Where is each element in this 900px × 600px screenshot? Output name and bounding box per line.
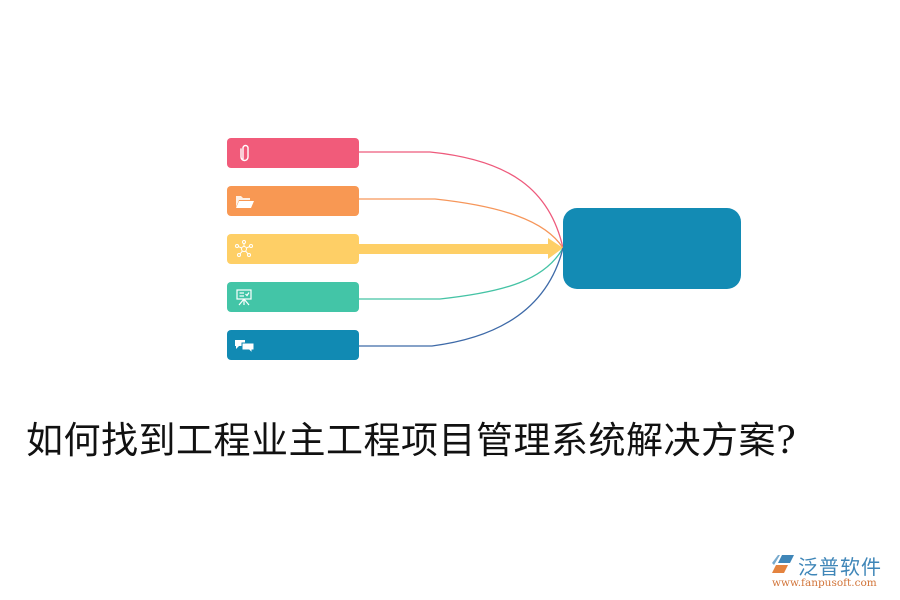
link-node-4 (359, 247, 564, 300)
link-node-2 (359, 198, 564, 249)
node-4[interactable] (227, 282, 359, 312)
node-2[interactable] (227, 186, 359, 216)
link-node-3-arrow (359, 238, 563, 259)
node-3[interactable] (227, 234, 359, 264)
chat-bubbles-icon (235, 340, 255, 355)
fanpu-logo-icon (772, 555, 794, 573)
hub-node[interactable] (563, 208, 741, 289)
logo-url: www.fanpusoft.com (772, 577, 877, 589)
node-5[interactable] (227, 330, 359, 360)
paperclip-icon (240, 144, 249, 162)
page-title: 如何找到工程业主工程项目管理系统解决方案? (26, 419, 797, 462)
folder-open-icon (236, 196, 254, 208)
logo-name: 泛普软件 (798, 555, 882, 579)
node-1[interactable] (227, 138, 359, 168)
link-node-1 (359, 151, 564, 249)
network-icon (235, 240, 253, 257)
logo: 泛普软件 www.fanpusoft.com (770, 553, 895, 593)
presentation-board-icon (236, 289, 252, 306)
link-node-5 (359, 247, 564, 347)
